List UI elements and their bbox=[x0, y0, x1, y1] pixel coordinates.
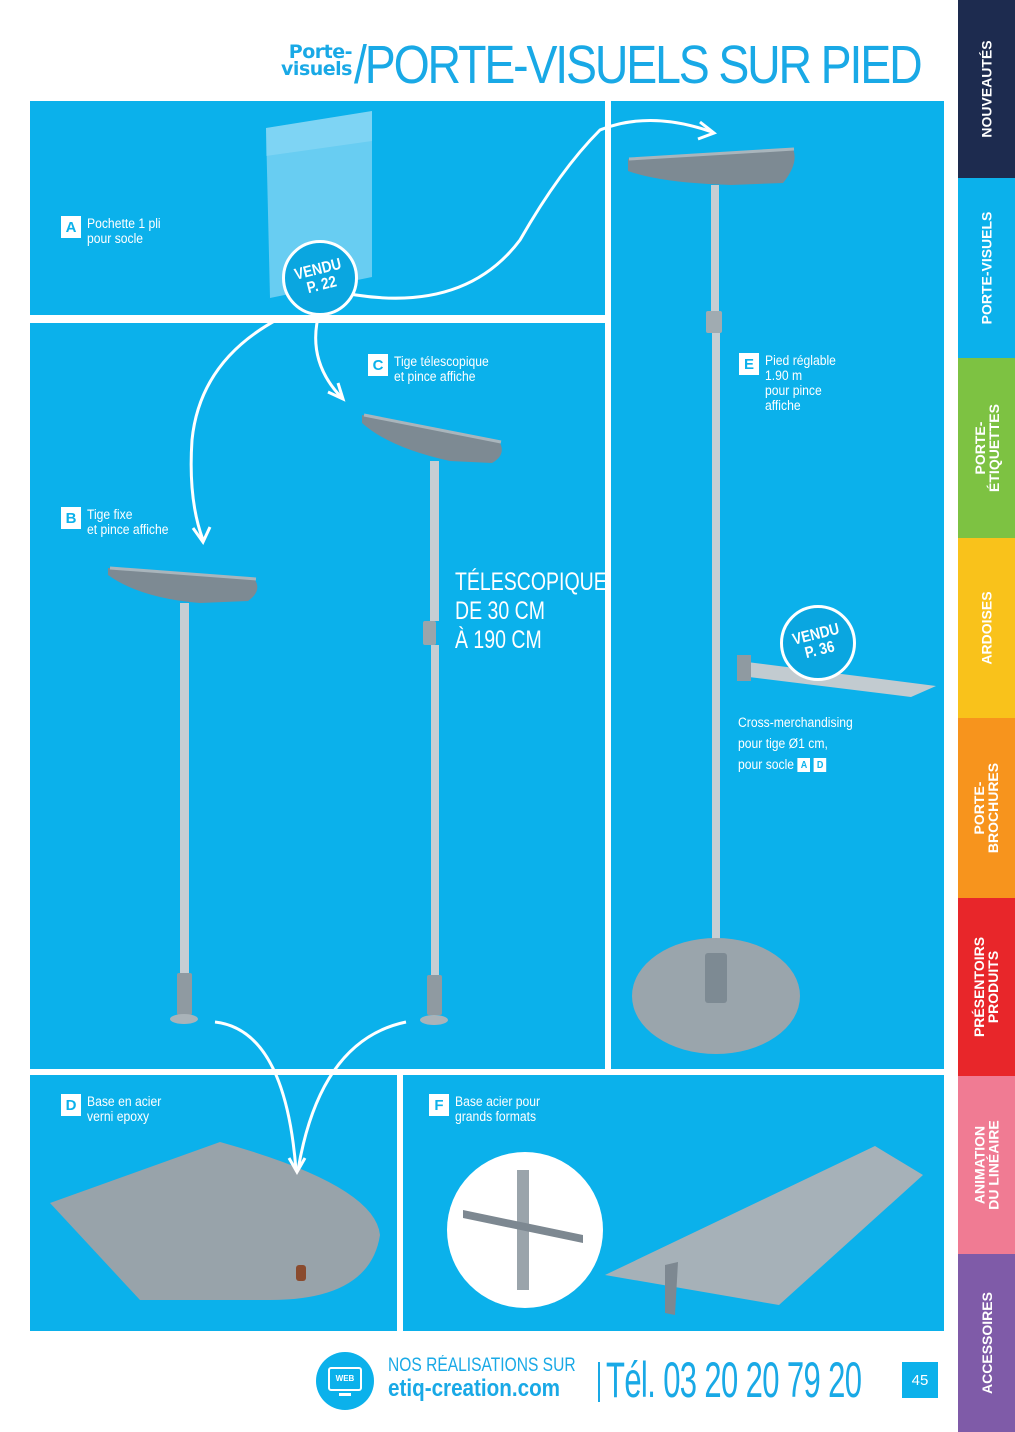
label-b-line2: et pince affiche bbox=[87, 522, 169, 537]
tele-line2: DE 30 CM bbox=[455, 597, 545, 625]
large-format-base-image bbox=[447, 1146, 923, 1315]
tab-label: PORTE- ÉTIQUETTES bbox=[971, 404, 1002, 492]
label-f: F Base acier pour grands formats bbox=[429, 1094, 550, 1124]
tab-accessoires[interactable]: ACCESSOIRES bbox=[958, 1254, 1015, 1432]
tab-label: NOUVEAUTÉS bbox=[978, 40, 995, 138]
label-f-line2: grands formats bbox=[455, 1109, 537, 1124]
tab-label: ACCESSOIRES bbox=[978, 1292, 995, 1394]
telescopic-callout: TÉLESCOPIQUE DE 30 CM À 190 CM bbox=[455, 568, 607, 655]
label-c-line1: Tige télescopique bbox=[394, 354, 489, 369]
tab-label: ANIMATION DU LINÉAIRE bbox=[971, 1120, 1002, 1210]
label-d-line1: Base en acier bbox=[87, 1094, 162, 1109]
label-c-line2: et pince affiche bbox=[394, 369, 476, 384]
cross-line3: pour socle bbox=[738, 757, 795, 772]
panel-bc: B Tige fixe et pince affiche C Tige téle… bbox=[30, 323, 605, 1069]
steel-base-image bbox=[50, 1142, 380, 1300]
web-icon[interactable]: WEB bbox=[316, 1352, 374, 1410]
label-d-line2: verni epoxy bbox=[87, 1109, 150, 1124]
footer-phone: Tél. 03 20 20 79 20 bbox=[606, 1352, 862, 1408]
label-a-line1: Pochette 1 pli bbox=[87, 216, 161, 231]
label-e-line2: 1.90 m bbox=[765, 368, 803, 383]
tab-ardoises[interactable]: ARDOISES bbox=[958, 538, 1015, 718]
page-title: /PORTE-VISUELS SUR PIED bbox=[354, 35, 923, 95]
brand-line2: visuels bbox=[281, 58, 352, 80]
page-number: 45 bbox=[902, 1362, 938, 1398]
tag-d: D bbox=[813, 758, 827, 773]
poles-image bbox=[108, 413, 502, 1025]
tag-a: A bbox=[797, 758, 811, 773]
label-d: D Base en acier verni epoxy bbox=[61, 1094, 170, 1124]
panel-e: E Pied réglable 1.90 m pour pince affich… bbox=[611, 101, 944, 1069]
label-a: A Pochette 1 pli pour socle bbox=[61, 216, 169, 246]
label-b-line1: Tige fixe bbox=[87, 507, 133, 522]
footer-site-link[interactable]: etiq-creation.com bbox=[388, 1375, 561, 1402]
letter-a: A bbox=[61, 216, 81, 238]
brand-logo: Porte- visuels bbox=[256, 41, 353, 80]
label-b: B Tige fixe et pince affiche bbox=[61, 507, 178, 537]
tab-animation-lineaire[interactable]: ANIMATION DU LINÉAIRE bbox=[958, 1076, 1015, 1254]
footer-line1: NOS RÉALISATIONS SUR bbox=[388, 1355, 576, 1376]
cross-merch-label: Cross-merchandising pour tige Ø1 cm, pou… bbox=[738, 712, 853, 775]
letter-f: F bbox=[429, 1094, 449, 1116]
label-c: C Tige télescopique et pince affiche bbox=[368, 354, 499, 384]
letter-e: E bbox=[739, 353, 759, 375]
tab-porte-etiquettes[interactable]: PORTE- ÉTIQUETTES bbox=[958, 358, 1015, 538]
label-e-line4: affiche bbox=[765, 398, 801, 413]
brand-line1: Porte- bbox=[288, 41, 353, 63]
tele-line3: À 190 CM bbox=[455, 626, 542, 654]
panel-f: F Base acier pour grands formats bbox=[403, 1075, 944, 1331]
tab-label: ARDOISES bbox=[978, 591, 995, 665]
tab-porte-visuels[interactable]: PORTE-VISUELS bbox=[958, 178, 1015, 358]
cross-line2: pour tige Ø1 cm, bbox=[738, 736, 828, 751]
label-f-line1: Base acier pour bbox=[455, 1094, 541, 1109]
tab-nouveautes[interactable]: NOUVEAUTÉS bbox=[958, 0, 1015, 178]
tab-label: PORTE- BROCHURES bbox=[971, 762, 1002, 854]
panel-d: D Base en acier verni epoxy bbox=[30, 1075, 397, 1331]
tab-porte-brochures[interactable]: PORTE- BROCHURES bbox=[958, 718, 1015, 898]
tele-line1: TÉLESCOPIQUE bbox=[455, 568, 607, 596]
label-e-line3: pour pince bbox=[765, 383, 822, 398]
label-a-line2: pour socle bbox=[87, 231, 144, 246]
web-icon-label: WEB bbox=[335, 1374, 355, 1383]
adjustable-stand-image bbox=[628, 147, 936, 1054]
tab-presentoirs-produits[interactable]: PRÉSENTOIRS PRODUITS bbox=[958, 898, 1015, 1076]
tab-label: PRÉSENTOIRS PRODUITS bbox=[971, 936, 1002, 1038]
letter-d: D bbox=[61, 1094, 81, 1116]
tab-label: PORTE-VISUELS bbox=[978, 211, 995, 325]
footer-separator bbox=[598, 1362, 600, 1402]
letter-c: C bbox=[368, 354, 388, 376]
cross-line1: Cross-merchandising bbox=[738, 715, 853, 730]
letter-b: B bbox=[61, 507, 81, 529]
label-e: E Pied réglable 1.90 m pour pince affich… bbox=[739, 353, 844, 413]
label-e-line1: Pied réglable bbox=[765, 353, 836, 368]
